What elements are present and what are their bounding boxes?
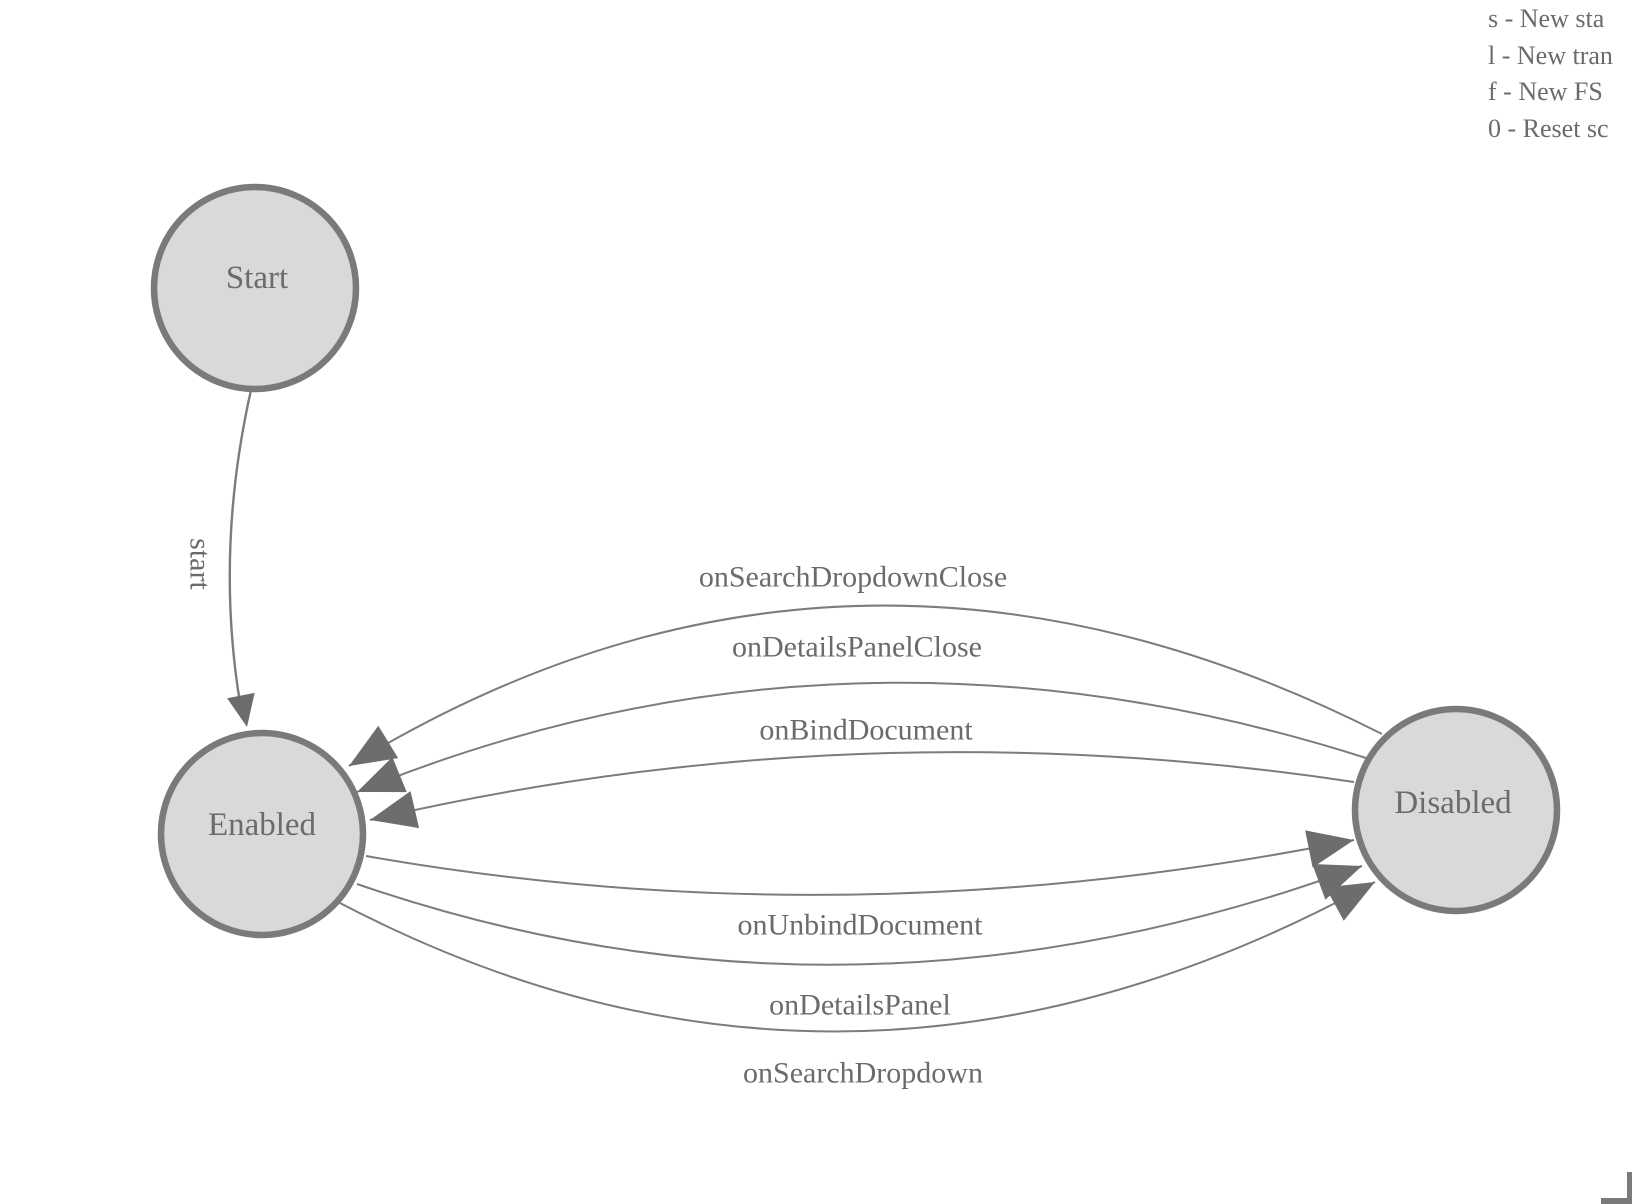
- arrowhead-onSearchDropdown: [1325, 882, 1375, 921]
- legend-item-new-state: s - New sta: [1488, 4, 1605, 33]
- edge-label-onBindDocument: onBindDocument: [759, 714, 973, 747]
- edge-onDetailsPanelClose[interactable]: [356, 681, 1367, 793]
- legend-item-reset: 0 - Reset sc: [1488, 113, 1609, 143]
- edge-onUnbindDocument[interactable]: [365, 839, 1355, 896]
- paper-corner-vertical-mark: [1627, 1172, 1632, 1204]
- node-enabled[interactable]: Enabled: [157, 729, 367, 939]
- edge-label-onDetailsPanelClose: onDetailsPanelClose: [732, 631, 982, 664]
- edge-onDetailsPanel[interactable]: [356, 865, 1363, 966]
- arrowhead-onDetailsPanelClose: [357, 756, 407, 793]
- edge-label-start: start: [184, 538, 217, 590]
- arrowhead-start: [227, 692, 255, 727]
- arrowhead-onBindDocument: [370, 791, 420, 829]
- arrowhead-onSearchDropdownClose: [349, 725, 399, 766]
- state-label-start: Start: [226, 260, 288, 296]
- arrowheads: [227, 692, 1375, 921]
- state-label-enabled: Enabled: [208, 807, 317, 843]
- edge-onSearchDropdown[interactable]: [339, 881, 1376, 1033]
- state-circle-enabled[interactable]: [157, 729, 367, 939]
- state-circle-disabled[interactable]: [1351, 705, 1561, 915]
- node-disabled[interactable]: Disabled: [1351, 705, 1561, 915]
- edge-labels: start onSearchDropdownClose onDetailsPan…: [184, 538, 1008, 1089]
- edges: [228, 389, 1383, 1033]
- legend-item-new-transition: l - New tran: [1488, 40, 1613, 70]
- edge-label-onDetailsPanel: onDetailsPanel: [769, 989, 951, 1022]
- edge-onBindDocument[interactable]: [369, 751, 1355, 821]
- state-label-disabled: Disabled: [1394, 785, 1512, 821]
- edge-start[interactable]: [228, 389, 253, 704]
- state-circle-start[interactable]: [150, 183, 360, 393]
- edge-label-onUnbindDocument: onUnbindDocument: [738, 909, 984, 942]
- edge-onSearchDropdownClose[interactable]: [348, 604, 1383, 767]
- arrowhead-onUnbindDocument: [1305, 830, 1354, 868]
- edge-label-onSearchDropdown: onSearchDropdown: [743, 1057, 983, 1090]
- legend-item-new-fsm: f - New FS: [1488, 77, 1603, 106]
- paper-corner-horizontal-mark: [1601, 1198, 1632, 1204]
- arrowhead-onDetailsPanel: [1312, 864, 1362, 900]
- edge-label-onSearchDropdownClose: onSearchDropdownClose: [699, 561, 1007, 594]
- shortcuts-legend: s - New sta l - New tran f - New FS 0 - …: [1488, 1, 1613, 147]
- node-start[interactable]: Start: [150, 183, 360, 393]
